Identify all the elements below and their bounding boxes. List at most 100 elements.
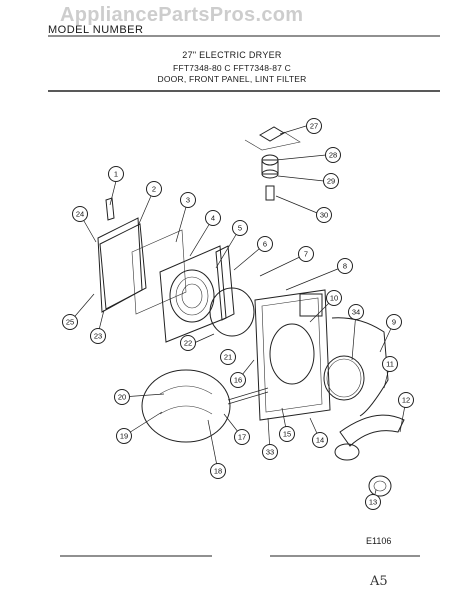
svg-text:1: 1 bbox=[114, 170, 118, 179]
svg-text:24: 24 bbox=[76, 210, 84, 219]
door-frame bbox=[215, 245, 235, 321]
door-gasket bbox=[131, 229, 187, 315]
svg-text:15: 15 bbox=[283, 430, 291, 439]
svg-text:20: 20 bbox=[118, 393, 126, 402]
roller-hub bbox=[373, 480, 387, 492]
svg-text:19: 19 bbox=[120, 432, 128, 441]
callout-18: 18 bbox=[210, 463, 226, 479]
svg-text:18: 18 bbox=[214, 467, 222, 476]
front-panel bbox=[254, 289, 331, 421]
door-window-ring bbox=[169, 269, 215, 323]
callout-29: 29 bbox=[323, 173, 339, 189]
svg-text:17: 17 bbox=[238, 433, 246, 442]
callout-2: 2 bbox=[146, 181, 162, 197]
lint-filter-bracket bbox=[244, 131, 301, 151]
watermark: AppliancePartsPros.com bbox=[60, 4, 304, 26]
door-window-inner bbox=[175, 276, 209, 316]
svg-text:21: 21 bbox=[224, 353, 232, 362]
detail-hinge-top bbox=[159, 385, 213, 395]
callout-16: 16 bbox=[230, 372, 246, 388]
svg-text:10: 10 bbox=[330, 294, 338, 303]
door-handle bbox=[105, 197, 115, 221]
filter-body bbox=[261, 159, 279, 175]
callout-9: 9 bbox=[386, 314, 402, 330]
part-drawings bbox=[97, 126, 405, 497]
svg-text:28: 28 bbox=[329, 151, 337, 160]
callout-28: 28 bbox=[325, 147, 341, 163]
svg-text:34: 34 bbox=[352, 308, 360, 317]
svg-text:25: 25 bbox=[66, 318, 74, 327]
callout-14: 14 bbox=[312, 432, 328, 448]
svg-text:12: 12 bbox=[402, 396, 410, 405]
svg-text:27: 27 bbox=[310, 122, 318, 131]
svg-text:6: 6 bbox=[263, 240, 267, 249]
callout-markers: 1 2 3 4 5 6 7 8 9 10 11 12 13 14 15 16 1… bbox=[62, 118, 414, 510]
callout-11: 11 bbox=[382, 356, 398, 372]
svg-text:23: 23 bbox=[94, 332, 102, 341]
front-panel-opening bbox=[269, 323, 315, 385]
svg-text:11: 11 bbox=[386, 360, 394, 369]
callout-17: 17 bbox=[234, 429, 250, 445]
svg-text:2: 2 bbox=[152, 185, 156, 194]
detail-pointer-b bbox=[227, 391, 269, 405]
model-number-label: MODEL NUMBER bbox=[48, 24, 144, 36]
page-mark: A5 bbox=[370, 574, 388, 589]
drum-seal-inner bbox=[326, 358, 362, 398]
svg-text:16: 16 bbox=[234, 376, 242, 385]
callout-23: 23 bbox=[90, 328, 106, 344]
bulkhead bbox=[331, 317, 389, 417]
callout-6: 6 bbox=[257, 236, 273, 252]
callout-19: 19 bbox=[116, 428, 132, 444]
front-panel-inner bbox=[261, 297, 323, 413]
callout-12: 12 bbox=[398, 392, 414, 408]
callout-15: 15 bbox=[279, 426, 295, 442]
callout-13: 13 bbox=[365, 494, 381, 510]
callout-33: 33 bbox=[262, 444, 278, 460]
callout-7: 7 bbox=[298, 246, 314, 262]
callout-1: 1 bbox=[108, 166, 124, 182]
drum-seal bbox=[323, 355, 365, 401]
door-window-center bbox=[181, 283, 203, 309]
callout-4: 4 bbox=[205, 210, 221, 226]
lint-duct bbox=[339, 414, 405, 447]
diagram-code: E1106 bbox=[366, 536, 392, 546]
duct-outlet bbox=[334, 443, 360, 461]
svg-text:30: 30 bbox=[320, 211, 328, 220]
filter-base bbox=[261, 169, 279, 179]
door-liner bbox=[99, 223, 147, 310]
filter-stem bbox=[265, 185, 275, 201]
callout-8: 8 bbox=[337, 258, 353, 274]
svg-text:9: 9 bbox=[392, 318, 396, 327]
callout-30: 30 bbox=[316, 207, 332, 223]
model-numbers: FFT7348-80 C FFT7348-87 C bbox=[173, 63, 291, 73]
callout-5: 5 bbox=[232, 220, 248, 236]
callout-22: 22 bbox=[180, 335, 196, 351]
svg-text:5: 5 bbox=[238, 224, 242, 233]
svg-text:4: 4 bbox=[211, 214, 215, 223]
roller bbox=[368, 475, 392, 497]
detail-hinge-bottom bbox=[159, 405, 213, 415]
callout-21: 21 bbox=[220, 349, 236, 365]
diagram-subtitle: DOOR, FRONT PANEL, LINT FILTER bbox=[157, 74, 307, 84]
front-panel-bracket bbox=[299, 293, 323, 317]
svg-text:13: 13 bbox=[369, 498, 377, 507]
svg-text:7: 7 bbox=[304, 250, 308, 259]
svg-text:29: 29 bbox=[327, 177, 335, 186]
detail-pointer-a bbox=[227, 387, 269, 401]
callout-20: 20 bbox=[114, 389, 130, 405]
svg-text:14: 14 bbox=[316, 436, 324, 445]
detail-bubble bbox=[141, 369, 231, 443]
callout-24: 24 bbox=[72, 206, 88, 222]
callout-25: 25 bbox=[62, 314, 78, 330]
callout-34: 34 bbox=[348, 304, 364, 320]
callout-3: 3 bbox=[180, 192, 196, 208]
svg-text:8: 8 bbox=[343, 262, 347, 271]
svg-text:33: 33 bbox=[266, 448, 274, 457]
diagram-title: 27" ELECTRIC DRYER bbox=[182, 50, 282, 60]
callout-10: 10 bbox=[326, 290, 342, 306]
svg-text:22: 22 bbox=[184, 339, 192, 348]
svg-text:3: 3 bbox=[186, 196, 190, 205]
callout-27: 27 bbox=[306, 118, 322, 134]
